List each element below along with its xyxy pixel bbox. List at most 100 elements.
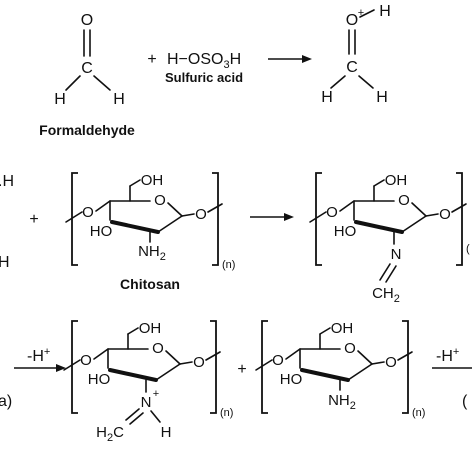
sulfuric-acid-label: Sulfuric acid bbox=[165, 70, 243, 85]
imine-ch2-oh bbox=[373, 179, 385, 187]
plus-sign-row1: + bbox=[147, 51, 156, 68]
formaldehyde-o: O bbox=[81, 12, 93, 29]
reaction-arrow-icon bbox=[268, 55, 312, 63]
plus-sign-row2: + bbox=[29, 211, 38, 228]
imine-link-right bbox=[451, 203, 467, 213]
ring-right-lower bbox=[157, 215, 183, 233]
link-left bbox=[65, 211, 83, 223]
iminium-cn-double-b bbox=[129, 412, 144, 425]
imine-ring-bottom-bold bbox=[354, 220, 404, 234]
chitosan-n: (n) bbox=[222, 259, 235, 271]
imine-cn-double-b bbox=[385, 265, 397, 283]
formaldehyde-h-right: H bbox=[113, 91, 125, 108]
iminium-cn-double-a bbox=[125, 408, 140, 421]
product-ch-right bbox=[358, 75, 374, 89]
ring-bottom-bold bbox=[110, 220, 160, 234]
product-c: C bbox=[346, 59, 358, 76]
iminium-n: (n) bbox=[220, 407, 233, 419]
chitosan2-ring-right-lower bbox=[347, 363, 373, 381]
bracket-icon-left-4 bbox=[261, 320, 268, 414]
bracket-icon-right-3 bbox=[210, 320, 217, 414]
ch-bond-left bbox=[65, 75, 81, 91]
plus-sign-row3: + bbox=[237, 361, 246, 378]
iminium-link-left bbox=[63, 359, 81, 371]
chitosan2-o-left: O bbox=[272, 352, 284, 369]
reaction-arrow-icon-row2 bbox=[250, 213, 294, 221]
arrow-label-minus-h-plus: -H+ bbox=[436, 346, 459, 365]
chitosan2-ch2-oh bbox=[319, 327, 331, 335]
iminium-nh-bond bbox=[150, 410, 161, 423]
ch-bond-right bbox=[93, 75, 111, 91]
bracket-icon-left bbox=[71, 172, 78, 266]
product-o-charge: + bbox=[358, 7, 364, 19]
chitosan2-o-c4 bbox=[285, 348, 301, 360]
iminium-unit: (n) O O O OH HO N + H2C H bbox=[63, 320, 233, 444]
chitosan2-n: (n) bbox=[412, 407, 425, 419]
chitosan2-ring-bottom-bold bbox=[300, 368, 350, 382]
chitosan-label: Chitosan bbox=[120, 276, 180, 292]
iminium-h: H bbox=[161, 424, 172, 441]
imine-n-atom: N bbox=[391, 246, 402, 263]
bracket-icon-left-3 bbox=[71, 320, 78, 414]
product-o: O bbox=[346, 12, 358, 29]
iminium-ch2-oh bbox=[127, 327, 139, 335]
formaldehyde: O C H H Formaldehyde bbox=[39, 12, 135, 138]
iminium-n-charge: + bbox=[153, 388, 159, 400]
chitosan2-o-right: O bbox=[385, 354, 397, 371]
chitosan-ho: HO bbox=[90, 223, 113, 240]
formaldehyde-c: C bbox=[81, 60, 93, 77]
imine-ring-o-c1 bbox=[411, 202, 427, 217]
iminium-n-atom: N bbox=[141, 394, 152, 411]
chitosan-o-left: O bbox=[82, 204, 94, 221]
chitosan2-nh2: NH2 bbox=[328, 392, 356, 412]
reaction-arrow-icon-row3: -H+ bbox=[14, 346, 66, 372]
chitosan2-link-right bbox=[397, 351, 413, 361]
chitosan-unit: (n) O O O OH HO NH2 Chitosan bbox=[65, 172, 235, 292]
iminium-ho: HO bbox=[88, 371, 111, 388]
product-h-top: H bbox=[379, 3, 391, 20]
chitosan-nh2: NH2 bbox=[138, 243, 166, 263]
iminium-c1-o bbox=[179, 361, 193, 365]
chitosan2-o-ring: O bbox=[344, 340, 356, 357]
c1-o-bond bbox=[181, 213, 195, 217]
iminium-ring-right-lower bbox=[155, 363, 181, 381]
chitosan2-oh: OH bbox=[331, 320, 354, 337]
partial-left-row3: a) bbox=[0, 393, 12, 410]
imine-c1-o bbox=[425, 213, 439, 217]
bracket-icon-right-2 bbox=[456, 172, 463, 266]
chitosan2-c1-o bbox=[371, 361, 385, 365]
link-right bbox=[207, 203, 223, 213]
imine-o-c4 bbox=[339, 200, 355, 212]
iminium-link-right bbox=[205, 351, 221, 361]
product-h-left: H bbox=[321, 89, 333, 106]
chitosan2-ring-o-c1 bbox=[357, 350, 373, 365]
imine-ring-right-lower bbox=[401, 215, 427, 233]
imine-cn-double-a bbox=[379, 263, 391, 281]
imine-o-ring: O bbox=[398, 192, 410, 209]
iminium-o-ring: O bbox=[152, 340, 164, 357]
formaldehyde-label: Formaldehyde bbox=[39, 122, 135, 138]
bracket-icon-left-2 bbox=[315, 172, 322, 266]
arrow-label-h-plus: -H+ bbox=[27, 346, 50, 365]
protonated-formaldehyde: O + H C H H bbox=[321, 3, 391, 106]
imine-n: ( bbox=[466, 243, 470, 255]
chitosan2-ho: HO bbox=[280, 371, 303, 388]
iminium-ring-o-c1 bbox=[165, 350, 181, 365]
partial-right-row3: ( bbox=[462, 393, 468, 410]
iminium-o-left: O bbox=[80, 352, 92, 369]
chitosan-unit-row3: (n) O O O OH HO NH2 bbox=[255, 320, 425, 419]
partial-left-top: .H bbox=[0, 173, 14, 190]
sulfuric-acid: H−OSO3H Sulfuric acid bbox=[165, 51, 243, 85]
o-c4-bond bbox=[95, 200, 111, 212]
iminium-h2c: H2C bbox=[96, 424, 124, 444]
reaction-arrow-icon-row3-right: -H+ bbox=[432, 346, 472, 369]
ring-o-c1 bbox=[167, 202, 183, 217]
chitosan-o-ring: O bbox=[154, 192, 166, 209]
ch2-oh-bond bbox=[129, 179, 141, 187]
imine-ch2: CH2 bbox=[372, 285, 400, 305]
imine-ho: HO bbox=[334, 223, 357, 240]
bracket-icon-right-4 bbox=[402, 320, 409, 414]
chitosan-oh: OH bbox=[141, 172, 164, 189]
product-h-right: H bbox=[376, 89, 388, 106]
